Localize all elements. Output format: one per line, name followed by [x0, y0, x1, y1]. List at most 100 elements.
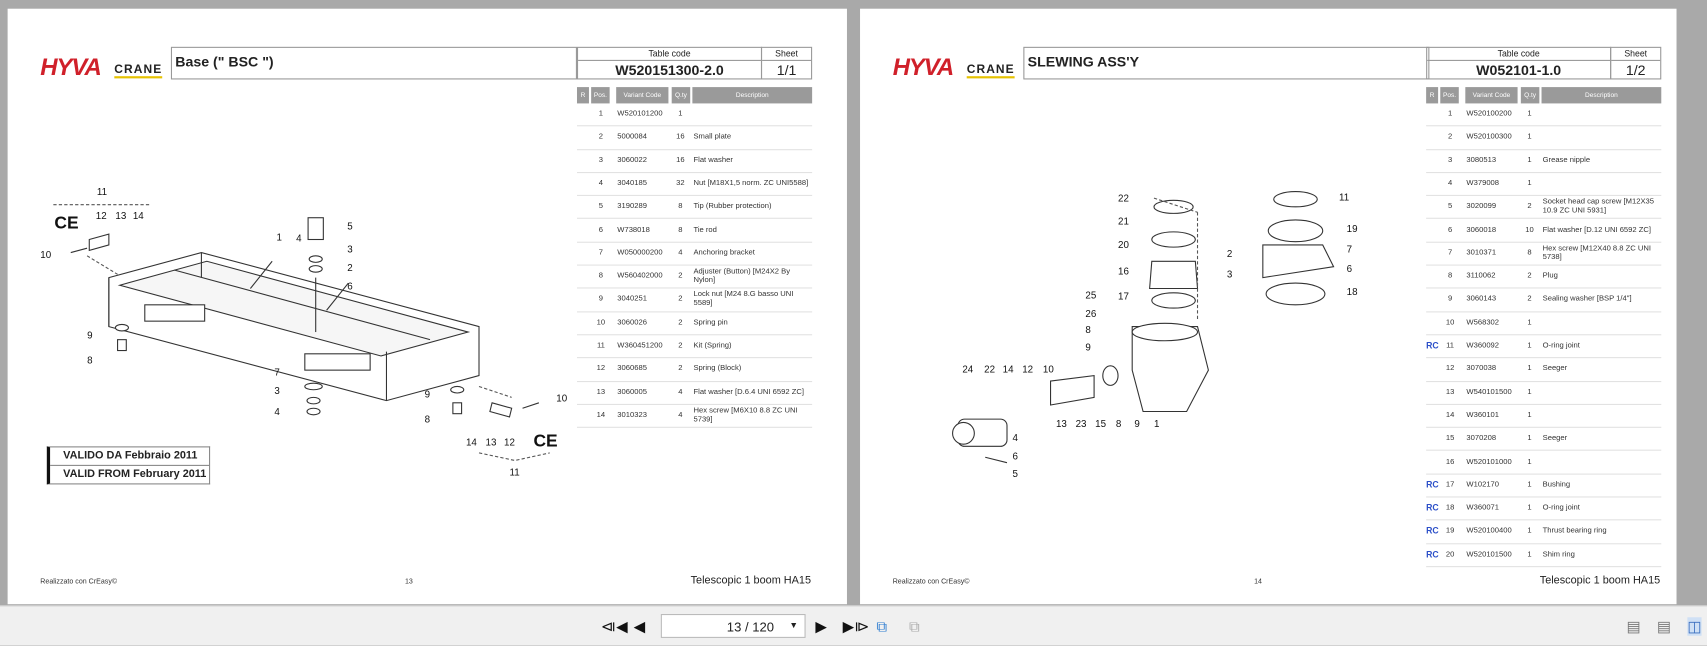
variant-code: W560402000	[617, 272, 663, 280]
quantity: 2	[678, 272, 683, 280]
sheet-value: 1/2	[1625, 62, 1646, 79]
variant-code: 5000084	[617, 133, 647, 141]
replacement-code: RC	[1426, 526, 1439, 537]
callout-label: 15	[1095, 419, 1106, 430]
fit-page-icon[interactable]: ⧉	[909, 617, 920, 635]
fit-width-icon[interactable]: ⧉	[876, 617, 888, 635]
description: Small plate	[693, 133, 732, 141]
quantity: 2	[678, 365, 683, 373]
description: Hex screw [M6X10 8.8 ZC UNI 5739]	[693, 407, 798, 424]
description: Tip (Rubber protection)	[693, 202, 772, 211]
quantity: 8	[678, 202, 683, 211]
quantity: 4	[678, 249, 683, 257]
two-page-view-icon[interactable]: ◫	[1687, 617, 1702, 636]
callout-label: 4	[296, 234, 302, 245]
variant-code: W360101	[1466, 411, 1500, 420]
position-number: 10	[1445, 318, 1455, 327]
single-page-view-icon[interactable]: ▤	[1626, 617, 1641, 635]
callout-label: 9	[1085, 343, 1090, 354]
quantity: 1	[1527, 156, 1532, 164]
description: Seeger	[1542, 365, 1568, 373]
description: Thrust bearing ring	[1542, 527, 1607, 535]
quantity: 1	[1527, 550, 1532, 559]
quantity: 32	[676, 179, 685, 188]
page-number-input[interactable]: 13 / 120 ▼	[660, 613, 806, 638]
frame-drawing	[70, 217, 540, 418]
description: Kit (Spring)	[693, 341, 732, 350]
callout-label: 6	[347, 282, 353, 293]
replacement-code: RC	[1426, 479, 1439, 490]
continuous-view-icon[interactable]: ▤	[1656, 617, 1672, 635]
column-header-variant: Variant Code	[1465, 87, 1518, 104]
variant-code: 3060022	[617, 156, 647, 164]
next-page-icon[interactable]: ▶	[815, 617, 828, 635]
last-page-icon[interactable]: ▶⧐	[842, 617, 870, 635]
quantity: 2	[1527, 272, 1532, 280]
position-number: 7	[1447, 249, 1453, 257]
quantity: 1	[1527, 457, 1532, 466]
description: Plug	[1542, 272, 1558, 280]
variant-code: W520100400	[1466, 527, 1512, 535]
callout-label: 17	[1118, 291, 1129, 302]
table-code-value: W052101-1.0	[1476, 62, 1562, 79]
variant-code: W540101500	[1466, 388, 1512, 396]
description: Flat washer	[693, 156, 733, 164]
position-number: 8	[1447, 272, 1453, 280]
callout-label: 5	[347, 222, 353, 233]
position-number: 17	[1445, 480, 1455, 489]
description: Spring pin	[693, 318, 728, 327]
callout-label: 11	[1339, 192, 1349, 203]
first-page-icon[interactable]: ⧏◀	[600, 617, 628, 635]
variant-code: 3060685	[617, 365, 647, 373]
callout-label: 14	[1003, 364, 1014, 375]
viewer-toolbar: ⧏◀ ◀ 13 / 120 ▼ ▶ ▶⧐ ⧉ ⧉ ▤ ▤ ◫	[0, 605, 1707, 646]
page-dropdown-icon[interactable]: ▼	[789, 620, 798, 631]
callout-label: 23	[1076, 419, 1087, 430]
variant-code: W050000200	[617, 249, 663, 257]
callout-label: 14	[133, 211, 144, 222]
variant-code: 3040185	[617, 179, 647, 188]
callout-label: 11	[97, 187, 107, 198]
callout-label: 21	[1118, 216, 1129, 227]
callout-label: 5	[1012, 469, 1018, 480]
ce-mark: CE	[533, 430, 557, 450]
position-number: 14	[596, 411, 606, 420]
previous-page-icon[interactable]: ◀	[633, 617, 646, 635]
